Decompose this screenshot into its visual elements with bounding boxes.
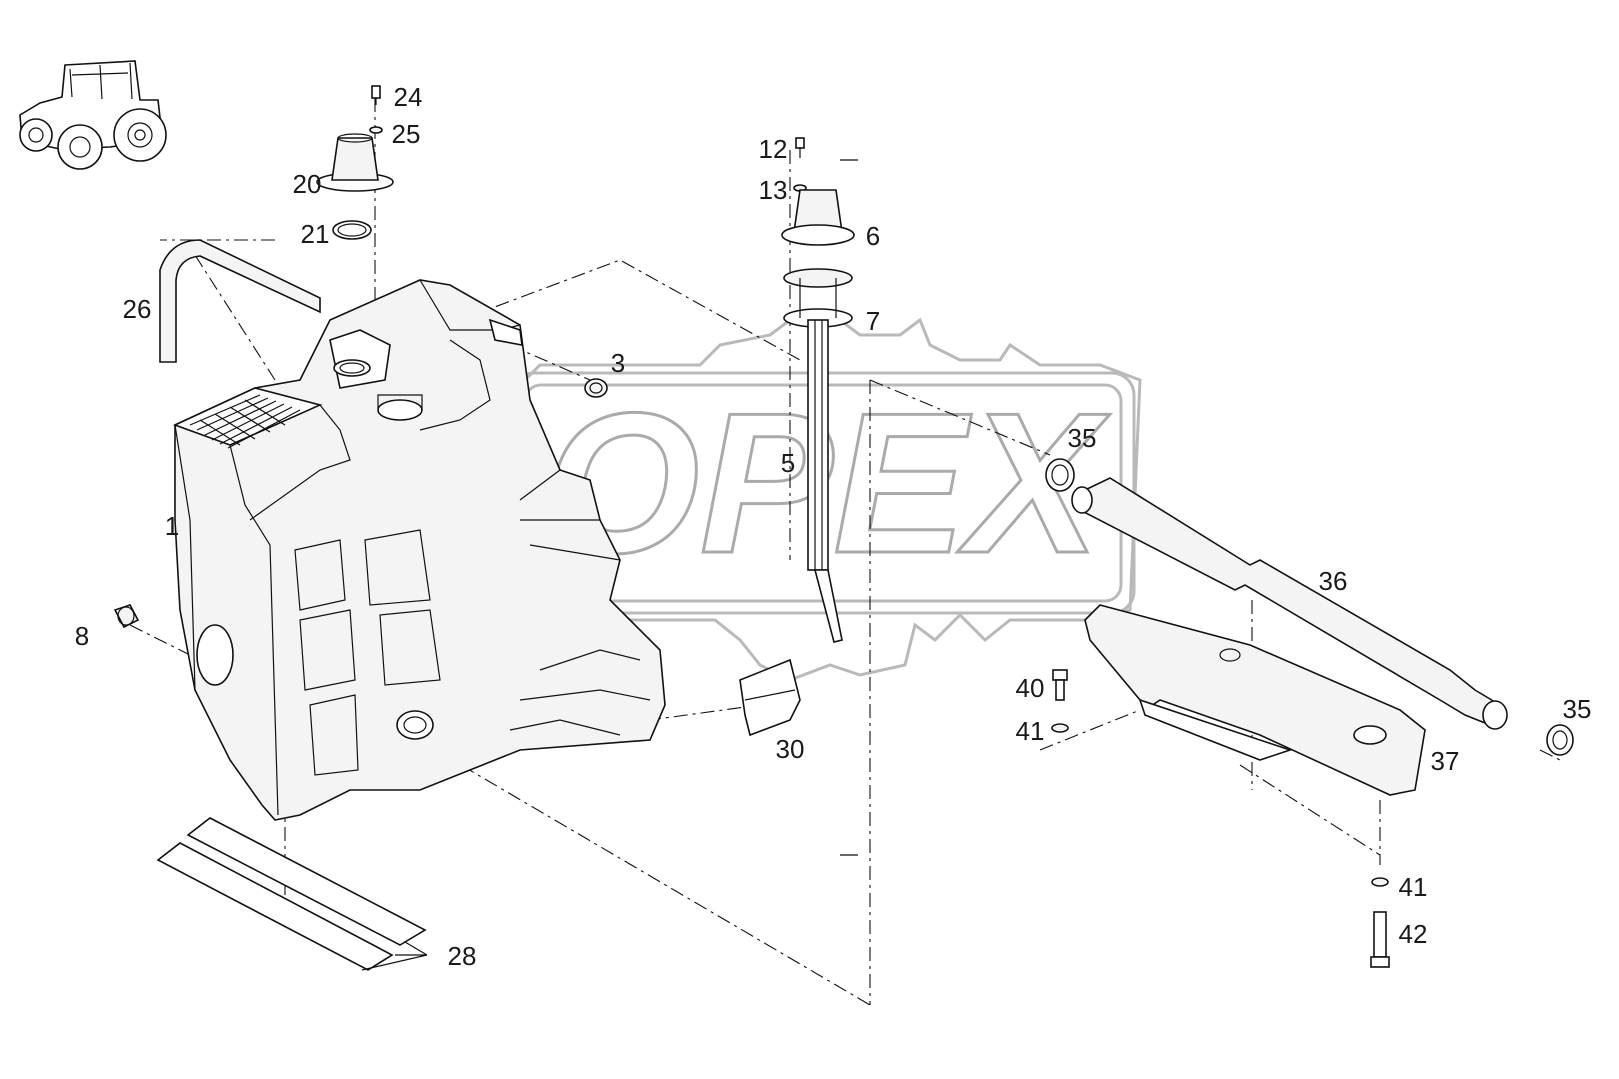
part-1-fuel-tank — [172, 279, 666, 821]
callout-3: 3 — [611, 348, 625, 378]
part-3-grommet — [584, 378, 608, 398]
part-28-strips — [156, 817, 427, 971]
part-6-cover — [781, 189, 855, 246]
part-41-washer-upper — [1051, 723, 1069, 733]
callout-6: 6 — [866, 221, 880, 251]
callout-36: 36 — [1319, 566, 1348, 596]
part-37-shield — [1084, 604, 1426, 796]
callout-12: 12 — [759, 134, 788, 164]
part-40-bolt — [1052, 669, 1068, 701]
part-8-grommet — [113, 604, 140, 629]
part-20-cover — [316, 133, 394, 192]
tractor-icon — [19, 60, 167, 170]
callout-37: 37 — [1431, 746, 1460, 776]
callout-labels: 1 3 5 6 7 8 12 13 20 21 24 25 26 28 30 3… — [75, 82, 1592, 971]
callout-25: 25 — [392, 119, 421, 149]
callout-leaders — [361, 941, 428, 971]
part-21-seal — [332, 220, 372, 240]
part-42-bolt — [1370, 911, 1390, 968]
part-25-washer — [369, 126, 383, 134]
callout-30: 30 — [776, 734, 805, 764]
callout-41-upper: 41 — [1016, 716, 1045, 746]
callout-40: 40 — [1016, 673, 1045, 703]
callout-1: 1 — [165, 511, 179, 541]
part-5-sender-tube — [807, 319, 843, 643]
part-26-strip — [159, 239, 321, 363]
callout-5: 5 — [781, 448, 795, 478]
callout-26: 26 — [123, 294, 152, 324]
part-12-bolt — [795, 137, 805, 158]
callout-35-lower: 35 — [1563, 694, 1592, 724]
callout-21: 21 — [301, 219, 330, 249]
callout-42: 42 — [1399, 919, 1428, 949]
part-35-clamp-lower — [1546, 724, 1574, 756]
callout-28: 28 — [448, 941, 477, 971]
part-30-bracket — [739, 658, 801, 737]
part-36-hose — [1071, 477, 1508, 730]
callout-41-lower: 41 — [1399, 872, 1428, 902]
callout-24: 24 — [394, 82, 423, 112]
callout-8: 8 — [75, 621, 89, 651]
callout-7: 7 — [866, 306, 880, 336]
part-7-gasket — [783, 268, 853, 328]
callout-35-upper: 35 — [1068, 423, 1097, 453]
part-24-bolt — [371, 85, 381, 105]
callout-13: 13 — [759, 175, 788, 205]
part-41-washer-lower — [1371, 877, 1389, 887]
callout-20: 20 — [293, 169, 322, 199]
part-35-clamp-upper — [1045, 458, 1075, 492]
